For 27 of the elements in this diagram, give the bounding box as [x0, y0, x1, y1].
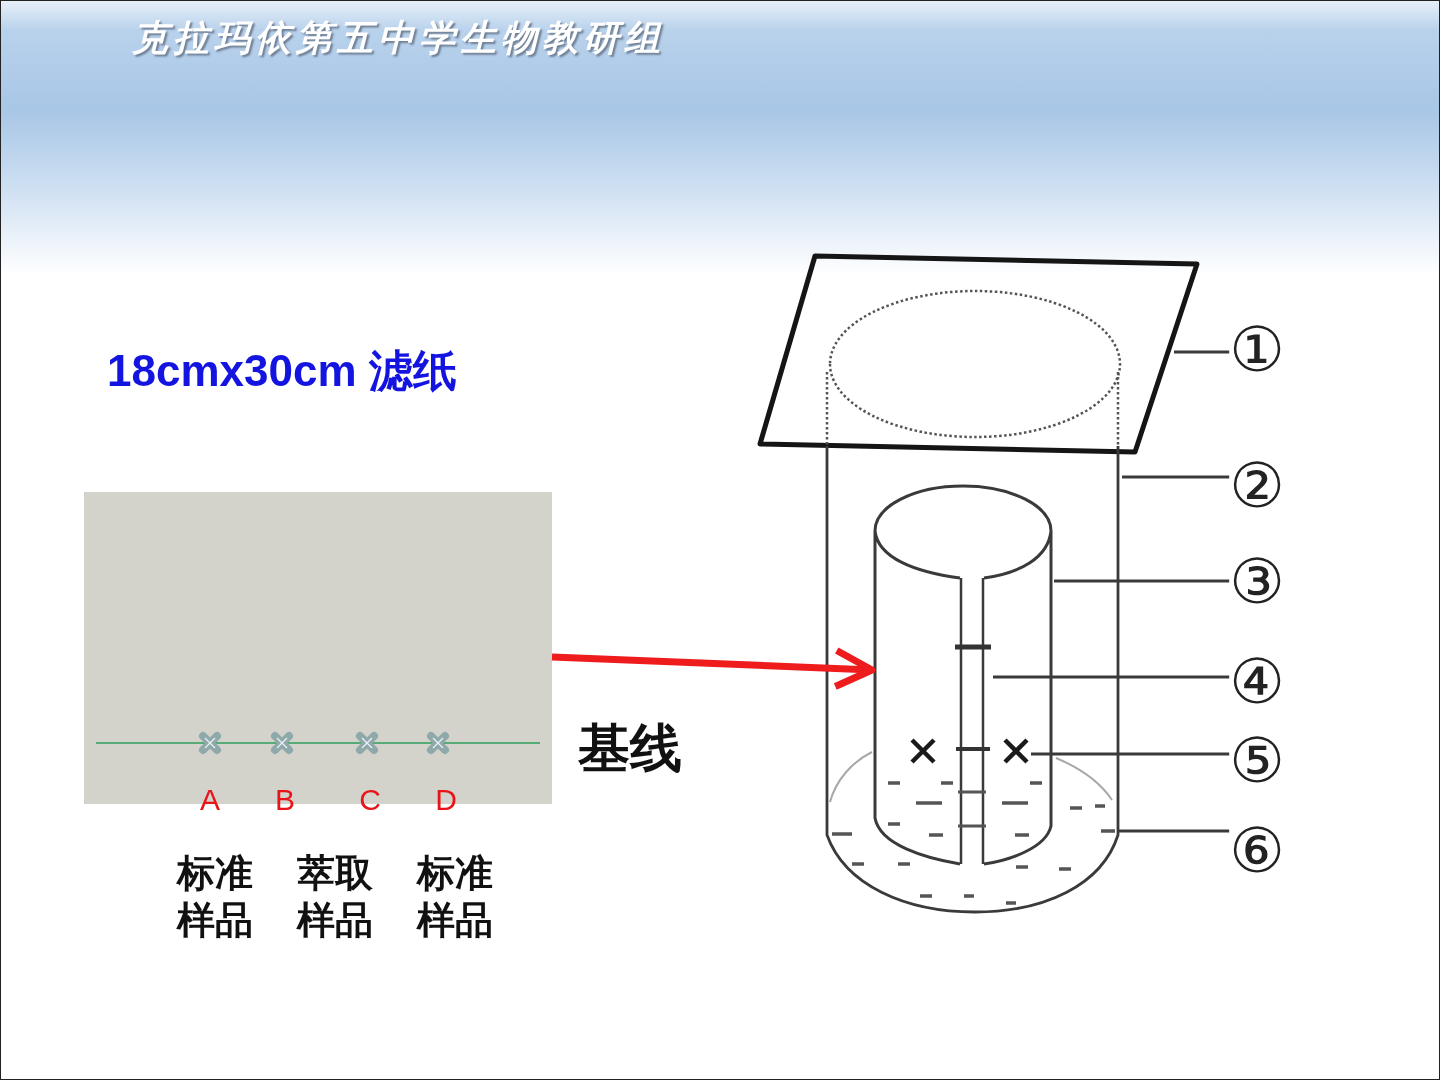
cross-mark: [1001, 736, 1031, 766]
callout-number: ⑥: [1229, 820, 1285, 882]
header-title: 克拉玛依第五中学生物教研组: [132, 15, 665, 60]
leader-line: [1174, 350, 1230, 354]
spot-letter: B: [275, 782, 295, 818]
spot-letter: C: [359, 782, 381, 818]
arrow: [551, 647, 876, 690]
paper-cylinder: [872, 484, 1054, 866]
callout-number: ④: [1229, 651, 1285, 713]
callout-number: ②: [1229, 455, 1285, 517]
leader-line: [1031, 752, 1230, 756]
jar: [823, 287, 1122, 915]
glass-lid: [756, 252, 1201, 456]
leader-line: [1117, 829, 1230, 833]
spot-letter: A: [200, 782, 220, 818]
paper-heading: 18cmx30cm 滤纸: [107, 346, 457, 397]
sample-label: 标准样品: [417, 849, 494, 943]
callout-number: ③: [1229, 551, 1285, 613]
sample-label: 标准样品: [177, 849, 254, 943]
baseline-label: 基线: [578, 718, 682, 778]
callout-number: ⑤: [1229, 730, 1285, 792]
sample-label: 萃取样品: [297, 849, 374, 943]
leader-line: [1054, 579, 1230, 583]
leader-line: [1122, 475, 1230, 479]
leader-line: [993, 675, 1230, 679]
callout-number: ①: [1229, 319, 1285, 381]
spot-letter: D: [435, 782, 457, 818]
